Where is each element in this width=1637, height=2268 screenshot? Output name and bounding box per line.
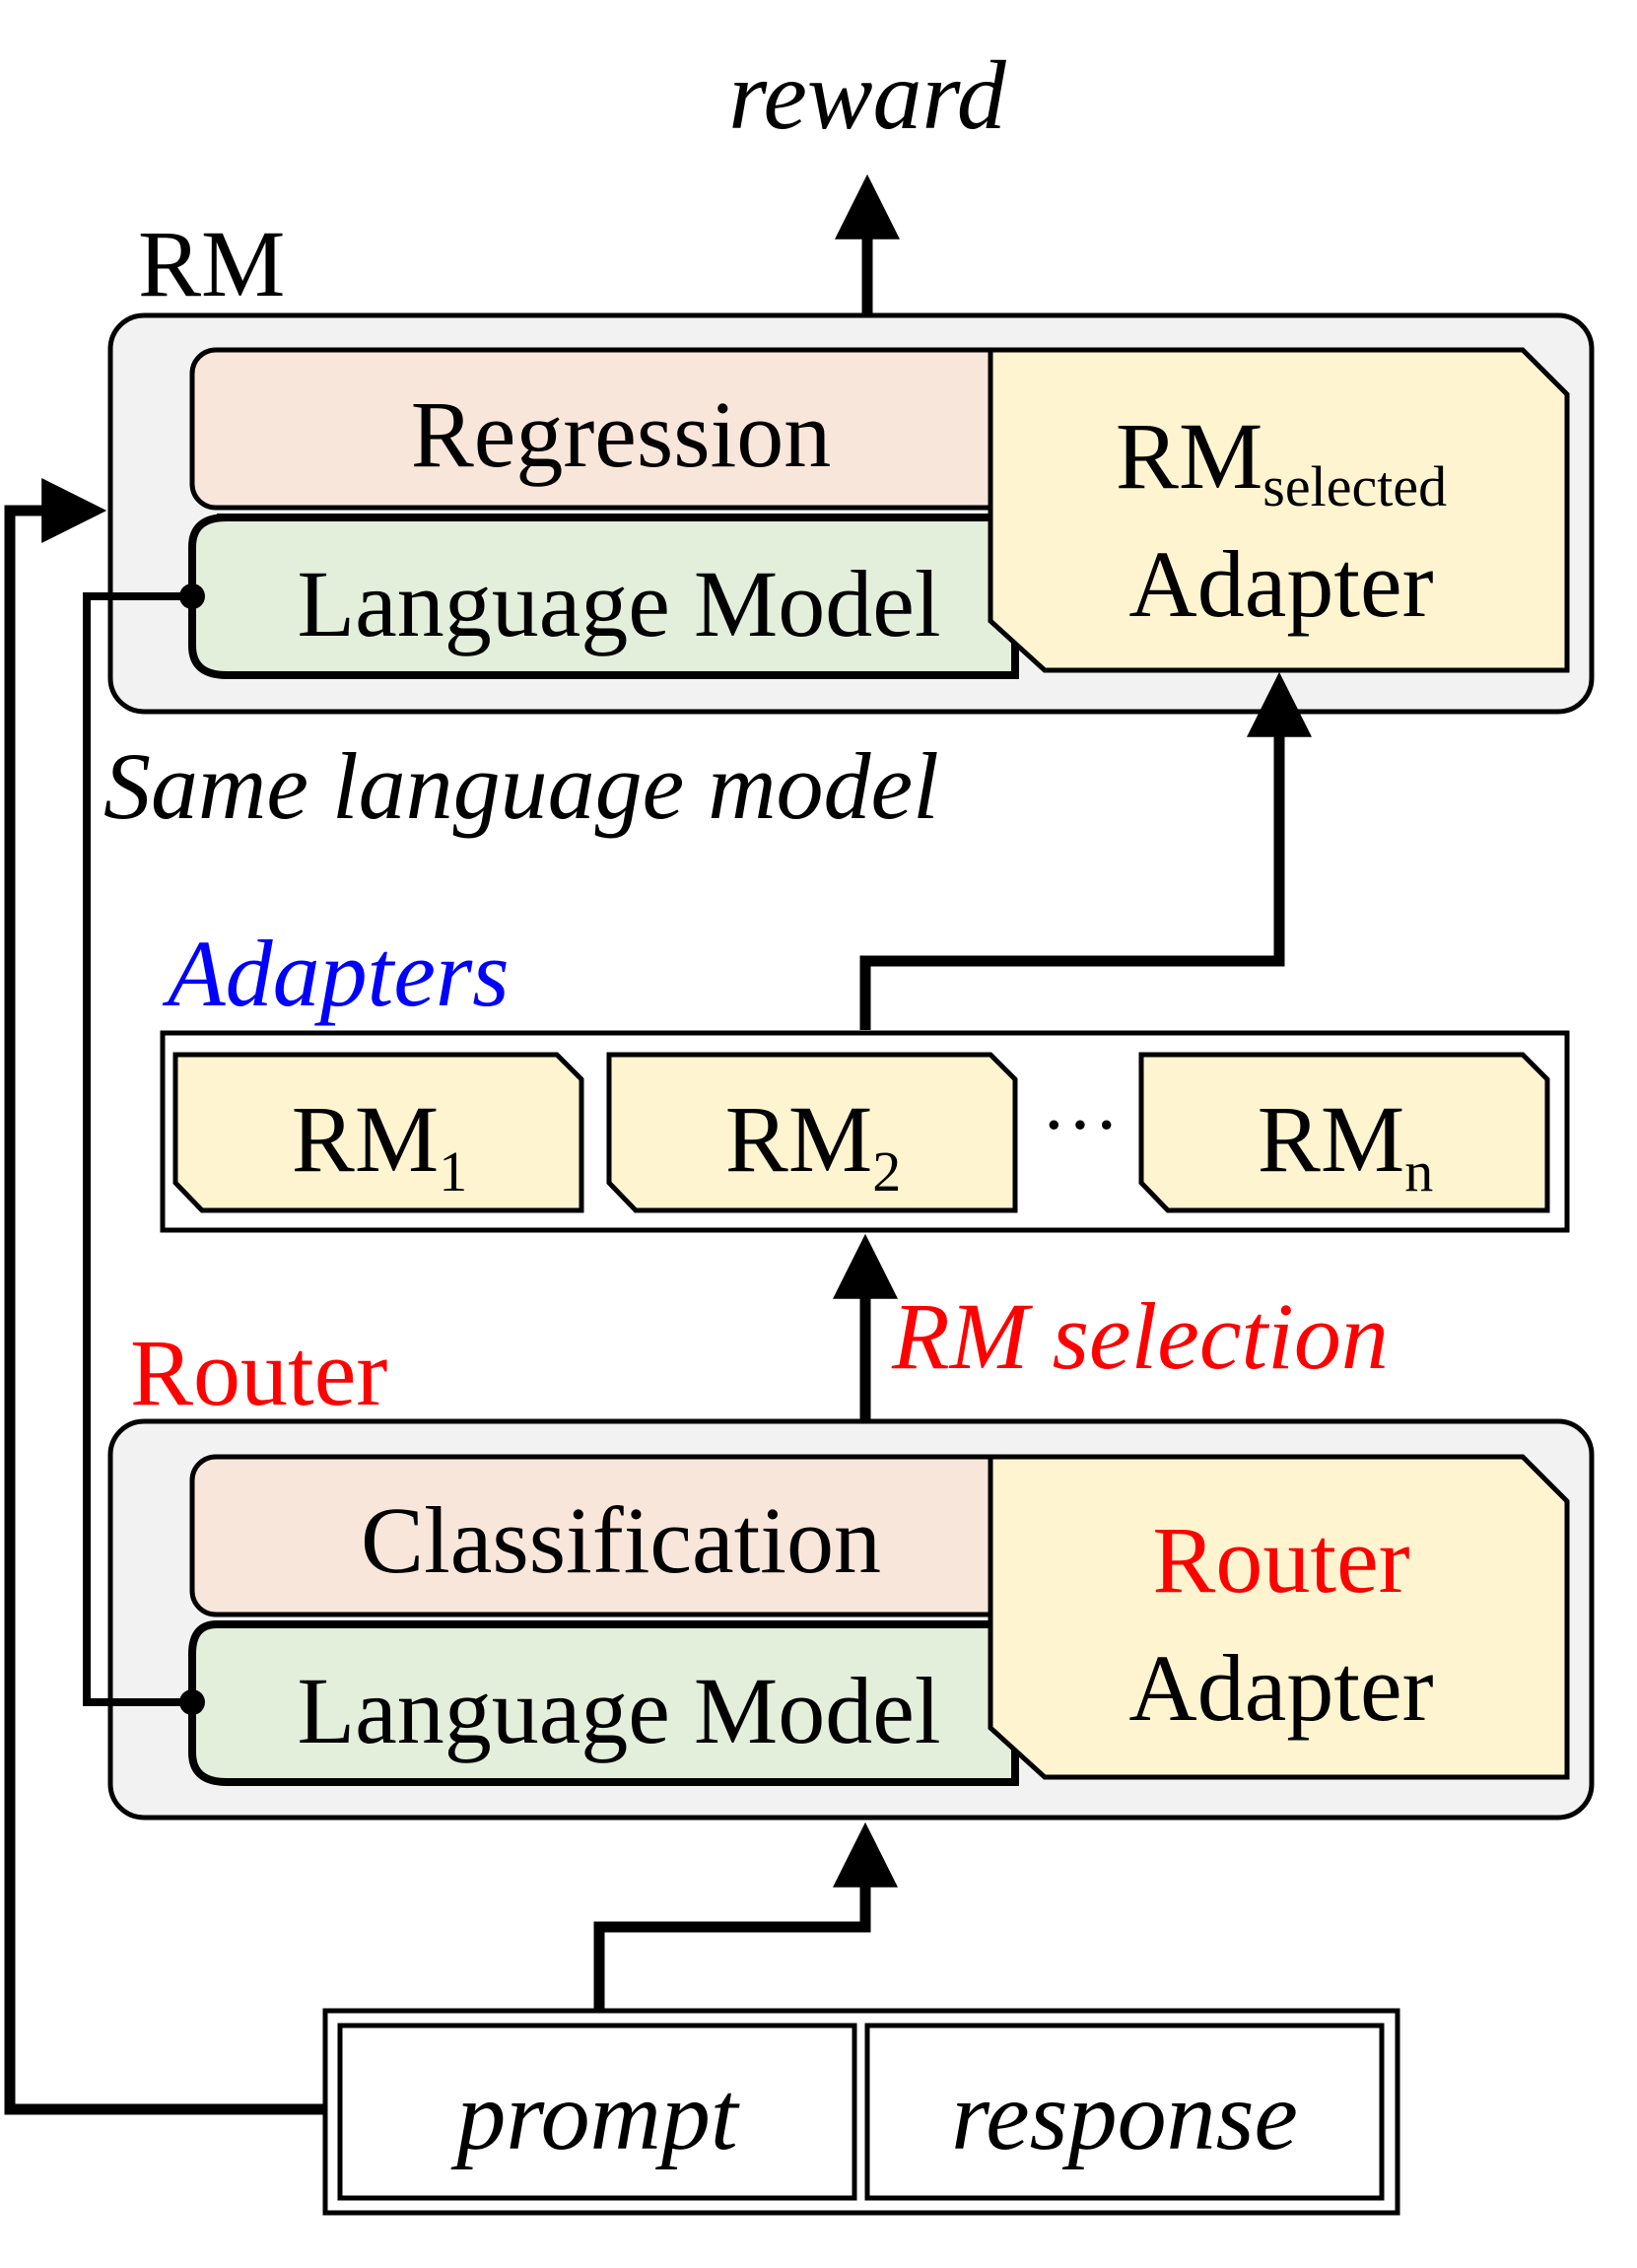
input-to-rm-arrow (4, 478, 325, 2115)
prompt-box (337, 2023, 857, 2201)
adapter-rm1 (172, 1052, 584, 1213)
rm-label: RM (138, 211, 285, 316)
input-to-router-arrow (593, 1821, 898, 2028)
rm-selected-adapter-label: Adapter (1128, 531, 1433, 637)
rm-selected-subscript: selected (1262, 454, 1447, 518)
router-lm-port (179, 1689, 205, 1715)
same-lm-label: Same language model (103, 733, 939, 839)
adapters-ellipsis: ··· (1041, 1082, 1120, 1169)
classification-label: Classification (361, 1487, 881, 1593)
rm-lm-port (179, 584, 205, 609)
router-adapter-label: Adapter (1128, 1635, 1433, 1741)
rm-selected-adapter (988, 347, 1570, 673)
response-box (864, 2023, 1385, 2201)
shared-lm-connector (83, 592, 192, 1706)
rm-language-model (188, 514, 1019, 679)
adapter-rm1-label: RM1 (292, 1086, 467, 1203)
adapter-rm2-label: RM2 (725, 1086, 901, 1203)
rm-language-model-label: Language Model (297, 551, 940, 656)
router-language-model-label: Language Model (297, 1658, 940, 1763)
regression-label: Regression (411, 381, 832, 487)
adapter-rmn (1138, 1052, 1550, 1213)
rm-selected-adapter-title: RMselected (1116, 403, 1447, 518)
response-label: response (951, 2061, 1298, 2170)
adapter-rmn-label: RMn (1258, 1086, 1433, 1203)
prompt-label: prompt (450, 2061, 739, 2170)
router-adapter-title: Router (1152, 1507, 1409, 1613)
router-adapter (988, 1454, 1570, 1780)
rm-selection-label: RM selection (891, 1283, 1389, 1389)
router-language-model (188, 1620, 1019, 1786)
reward-label: reward (728, 40, 1006, 150)
router-label: Router (130, 1320, 387, 1425)
adapters-label: Adapters (162, 921, 510, 1026)
adapter-rm2 (606, 1052, 1018, 1213)
adapter-to-rm-arrow (859, 671, 1312, 1030)
